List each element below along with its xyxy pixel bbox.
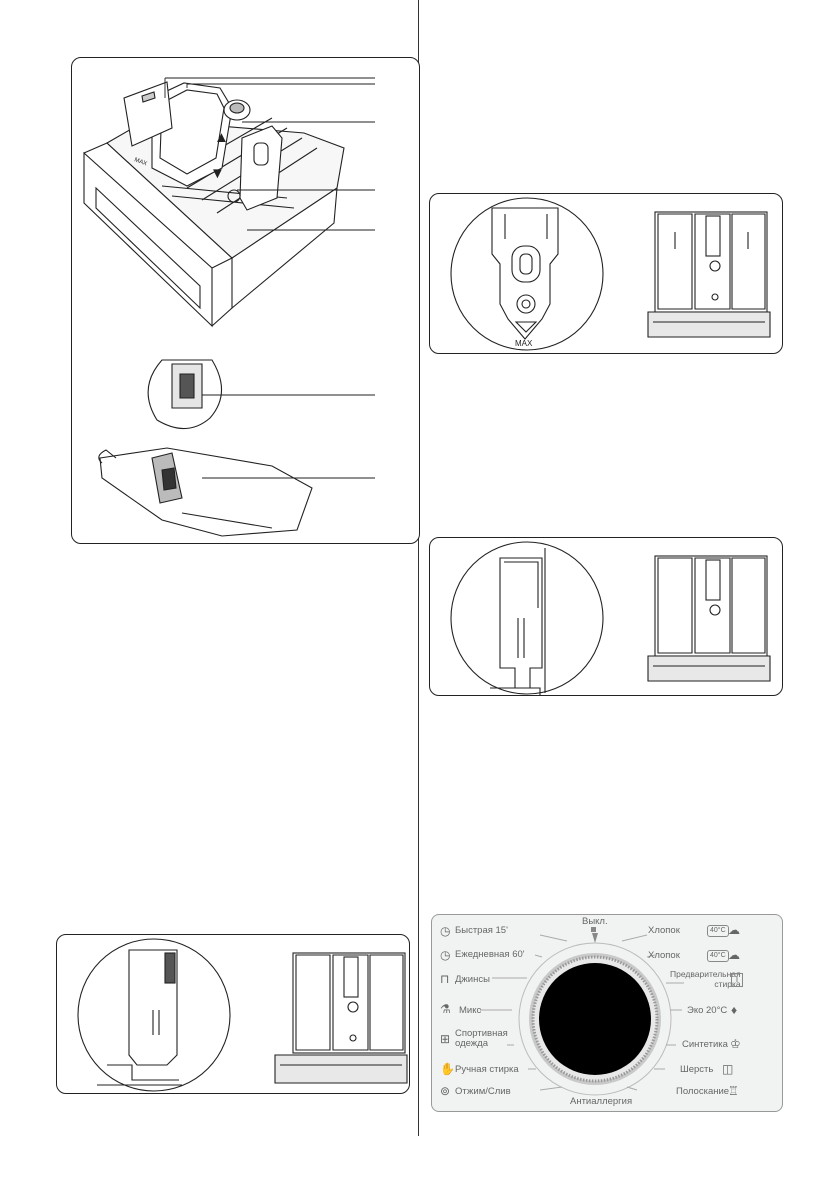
siphon-illustration-1: MAX xyxy=(450,197,771,351)
detergent-drawer-figure: ▲ ▼ MAX xyxy=(71,57,420,544)
program-cotton-1[interactable]: Хлопок xyxy=(648,925,680,936)
rinse-icon: ♖ xyxy=(728,1084,739,1098)
siphon-figure-3 xyxy=(56,934,410,1094)
temp-badge: 40°C xyxy=(707,925,729,937)
cotton-icon: ☁ xyxy=(728,948,740,962)
column-divider xyxy=(418,0,419,1136)
hand-wash-icon: ✋ xyxy=(440,1062,455,1076)
program-antiallergy[interactable]: Антиаллергия xyxy=(570,1096,633,1107)
shirt-icon: ♔ xyxy=(730,1037,741,1051)
sportswear-icon: ⊞ xyxy=(440,1032,451,1046)
clock-icon: ◷ xyxy=(440,924,451,938)
max-mark-label: MAX xyxy=(133,157,147,167)
eco-leaf-icon: ♦ xyxy=(731,1003,738,1017)
dial-label-off: Выкл. xyxy=(582,916,608,927)
prewash-icon: I xyxy=(731,973,743,987)
dial-graphic xyxy=(480,927,684,1096)
jeans-icon: ⊓ xyxy=(440,972,450,986)
program-synthetics[interactable]: Синтетика xyxy=(682,1039,728,1050)
clock-icon: ◷ xyxy=(440,948,451,962)
program-rinse[interactable]: Полоскание xyxy=(676,1086,730,1097)
spin-icon: ⊚ xyxy=(440,1084,451,1098)
wool-icon: ◫ xyxy=(722,1062,734,1076)
program-jeans[interactable]: Джинсы xyxy=(455,974,490,985)
program-dial-panel: Выкл. ◷ Быстрая 15' ◷ Ежедневная 60' ⊓ Д… xyxy=(431,914,783,1112)
program-spin-drain[interactable]: Отжим/Слив xyxy=(455,1086,511,1097)
program-daily-60[interactable]: Ежедневная 60' xyxy=(455,949,525,960)
down-arrow-icon: ▼ xyxy=(210,165,225,182)
drawer-illustration: ▲ ▼ MAX xyxy=(83,77,375,537)
program-cotton-2[interactable]: Хлопок xyxy=(648,950,680,961)
up-arrow-icon: ▲ xyxy=(214,129,229,146)
cotton-icon: ☁ xyxy=(728,923,740,937)
siphon-illustration-3 xyxy=(77,938,408,1092)
program-prewash[interactable]: Предварительная стирка xyxy=(670,969,741,989)
program-eco-20[interactable]: Эко 20°C xyxy=(687,1005,728,1016)
program-sportswear[interactable]: Спортивная одежда xyxy=(455,1028,508,1049)
max-mark-label: MAX xyxy=(515,339,533,348)
program-hand-wash[interactable]: Ручная стирка xyxy=(455,1064,519,1075)
program-wool[interactable]: Шерсть xyxy=(680,1064,714,1075)
temp-badge: 40°C xyxy=(707,950,729,962)
mix-icon: ⚗ xyxy=(440,1002,451,1016)
siphon-figure-1: MAX xyxy=(429,193,783,354)
siphon-illustration-2 xyxy=(450,541,771,695)
program-quick-15[interactable]: Быстрая 15' xyxy=(455,925,508,936)
siphon-figure-2 xyxy=(429,537,783,696)
program-mix[interactable]: Микс xyxy=(459,1005,482,1016)
